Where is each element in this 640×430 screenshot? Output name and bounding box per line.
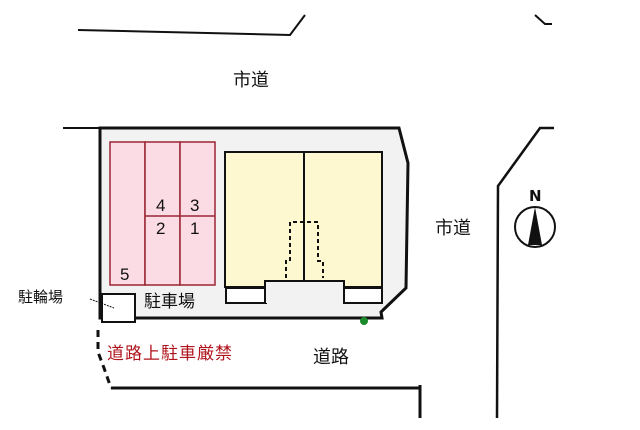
parking-space-5: 5 — [120, 265, 130, 284]
right-road-edge — [495, 126, 554, 419]
right-road-label: 市道 — [435, 218, 471, 239]
building — [224, 151, 383, 304]
parking-area — [109, 141, 216, 286]
bicycle-parking-label: 駐輪場 — [18, 288, 64, 306]
green-marker — [360, 317, 368, 325]
compass-north-label: N — [529, 187, 542, 205]
parking-space-4: 4 — [156, 196, 166, 215]
top-right-road-edge — [534, 14, 552, 25]
parking-space-1: 1 — [190, 219, 200, 238]
top-road-edge — [77, 14, 306, 37]
bottom-road-edge — [111, 386, 422, 418]
parking-space-2: 2 — [156, 219, 166, 238]
dashed-boundary — [96, 330, 113, 389]
compass-icon — [514, 206, 556, 248]
top-road-label: 市道 — [233, 70, 269, 91]
parking-lot-label: 駐車場 — [144, 292, 195, 312]
parking-space-3: 3 — [190, 196, 200, 215]
bottom-road-label: 道路 — [313, 347, 349, 368]
stair-outline — [285, 221, 324, 278]
bicycle-parking-box — [101, 293, 136, 323]
no-parking-notice: 道路上駐車厳禁 — [107, 344, 233, 364]
